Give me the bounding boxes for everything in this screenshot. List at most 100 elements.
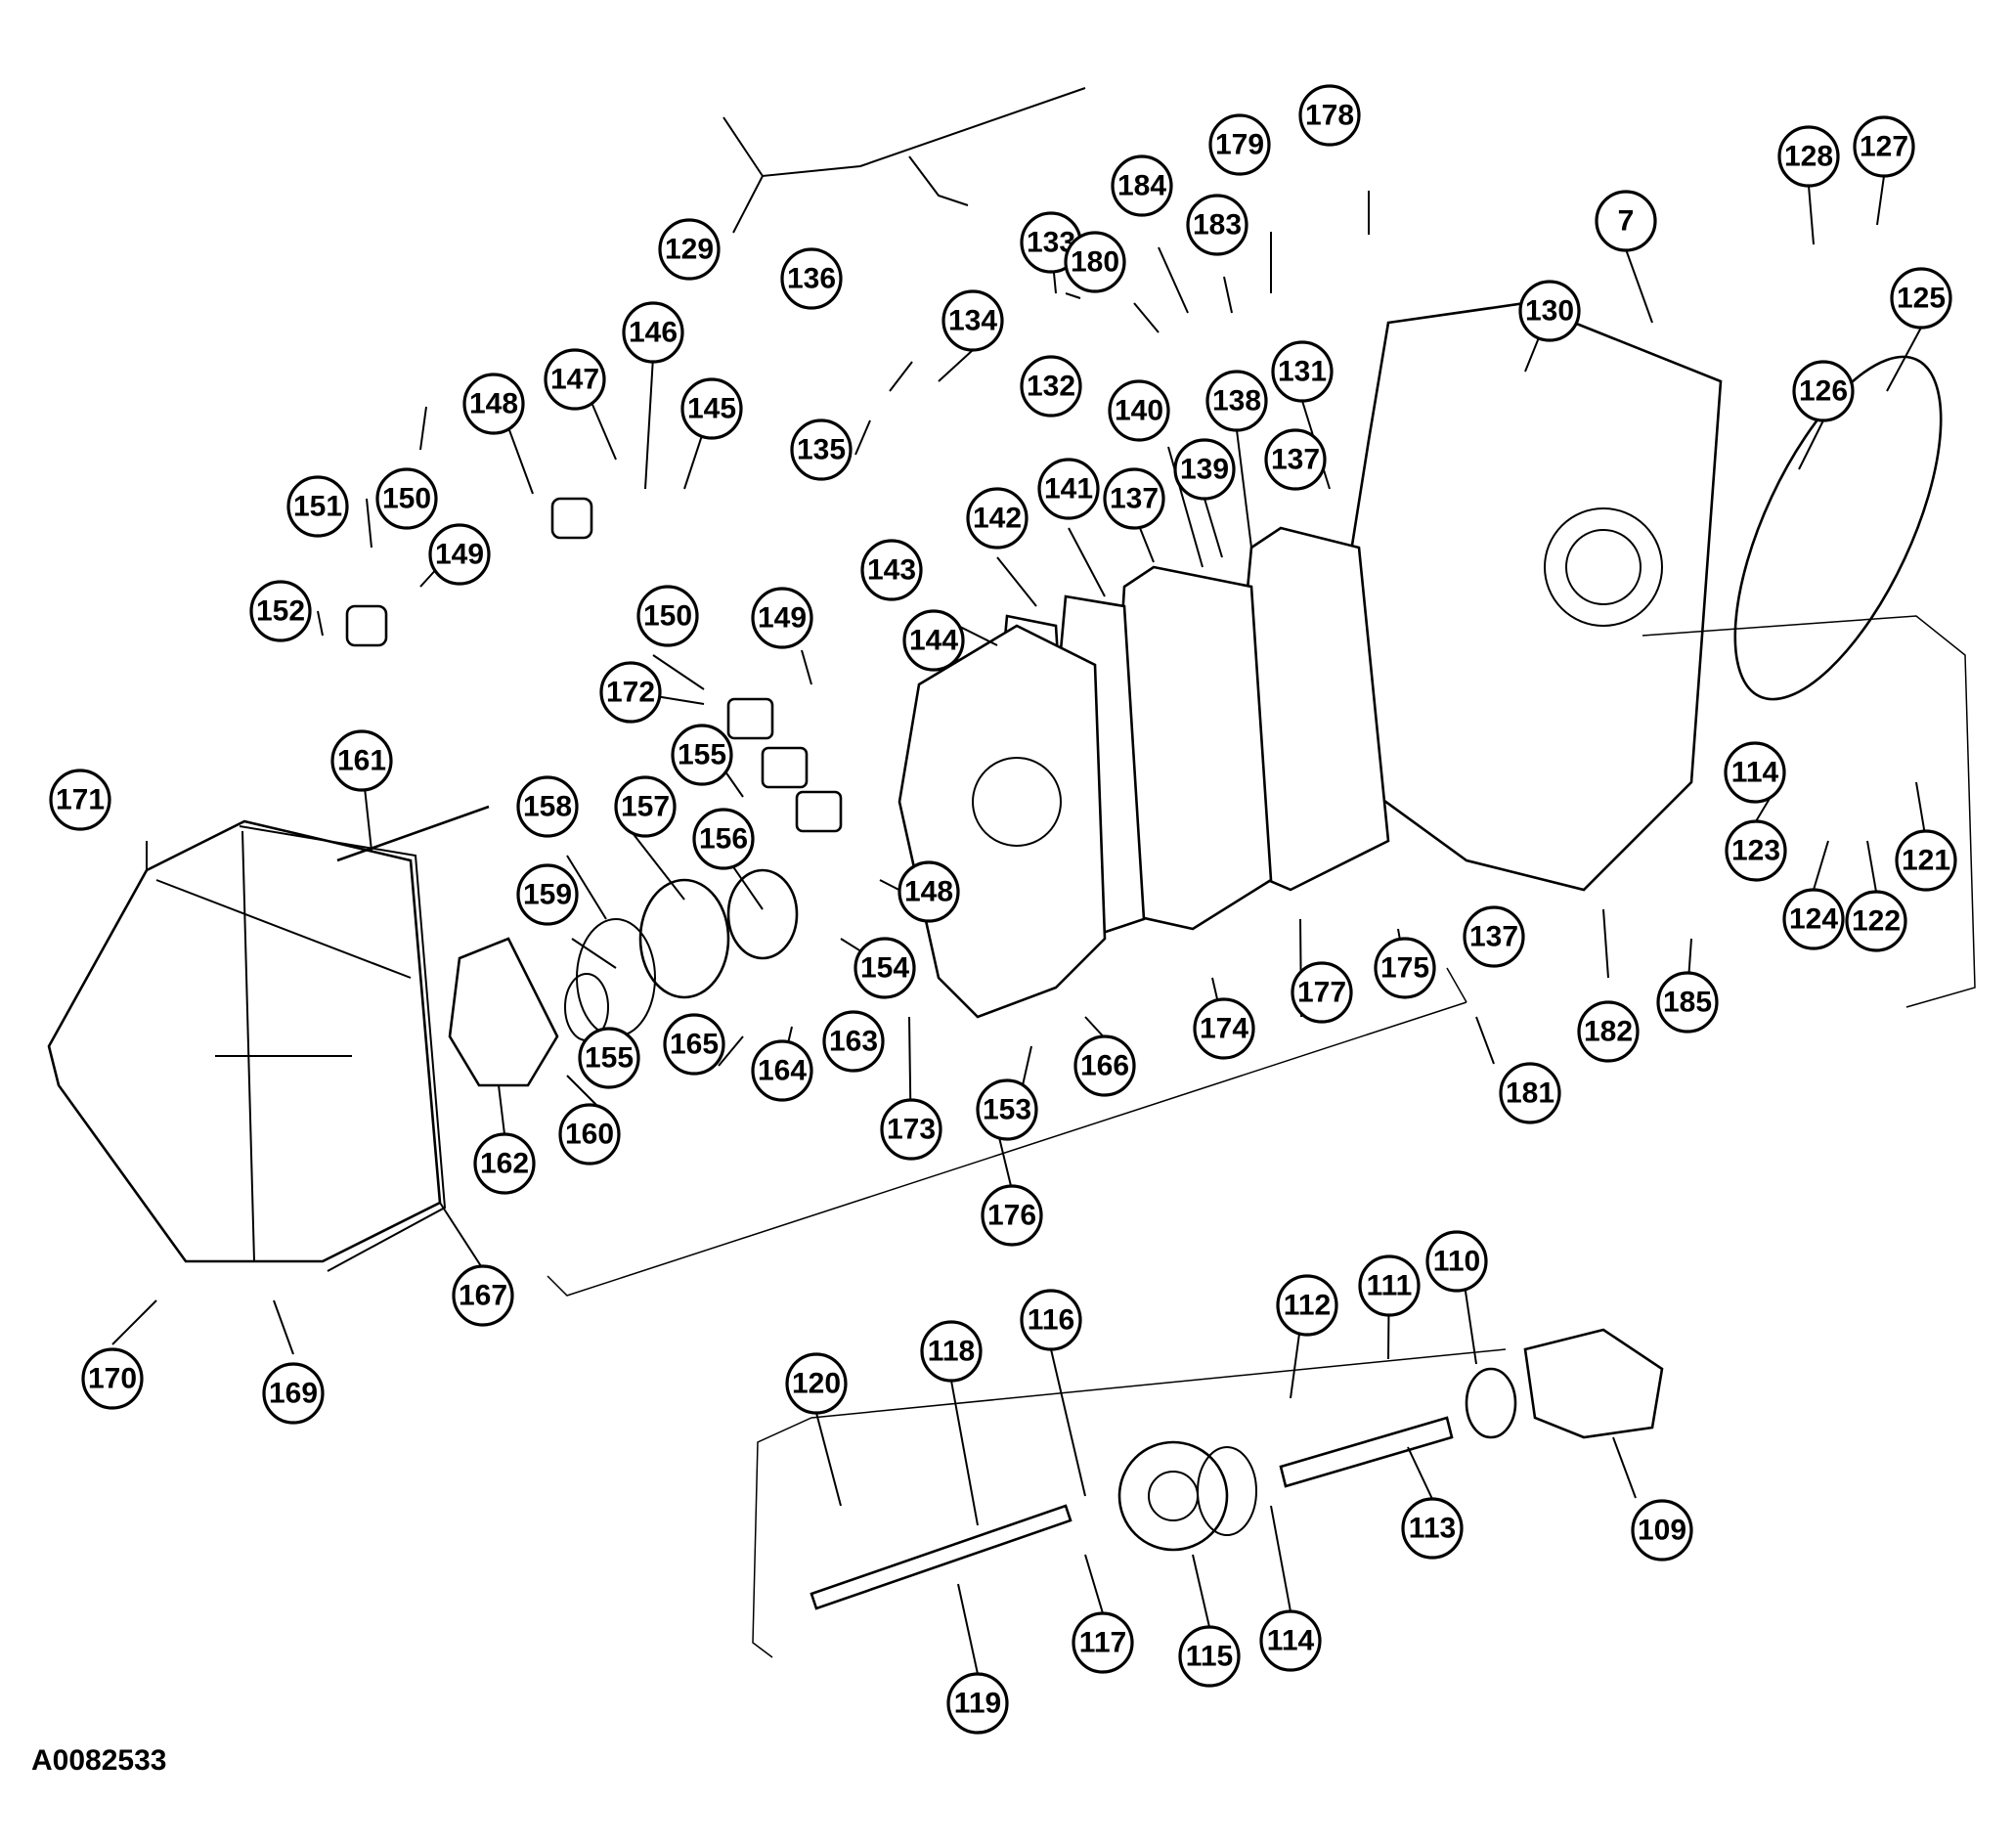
callout-124: 124	[1782, 888, 1845, 950]
svg-text:7: 7	[1618, 205, 1635, 238]
svg-text:155: 155	[585, 1042, 634, 1075]
callout-169: 169	[262, 1362, 325, 1425]
callout-184: 184	[1111, 154, 1173, 217]
svg-text:154: 154	[860, 952, 909, 985]
svg-text:172: 172	[606, 677, 655, 709]
callout-144: 144	[902, 609, 965, 672]
callout-7: 7	[1595, 190, 1657, 252]
servo-piston-drawing	[638, 878, 730, 999]
callout-153: 153	[976, 1078, 1038, 1141]
svg-text:165: 165	[670, 1029, 719, 1061]
callout-159: 159	[516, 863, 579, 926]
svg-text:114: 114	[1731, 757, 1779, 789]
callout-177: 177	[1291, 961, 1353, 1024]
callout-125: 125	[1890, 267, 1952, 330]
callout-179: 179	[1208, 113, 1271, 176]
callout-173: 173	[880, 1098, 942, 1161]
callout-131: 131	[1271, 340, 1334, 403]
svg-text:178: 178	[1305, 100, 1354, 132]
svg-text:157: 157	[621, 791, 670, 823]
callout-157: 157	[614, 775, 677, 838]
callout-164: 164	[751, 1039, 813, 1102]
svg-text:177: 177	[1297, 977, 1346, 1009]
svg-text:161: 161	[337, 745, 386, 777]
callout-167: 167	[452, 1264, 514, 1327]
svg-text:111: 111	[1367, 1270, 1413, 1302]
svg-text:166: 166	[1080, 1050, 1129, 1082]
callout-120: 120	[785, 1352, 848, 1415]
svg-text:149: 149	[435, 539, 484, 571]
svg-text:137: 137	[1469, 921, 1518, 953]
svg-text:129: 129	[665, 234, 714, 266]
drive-chain-drawing	[1733, 355, 1943, 701]
callout-178: 178	[1298, 84, 1361, 147]
callout-170: 170	[81, 1347, 144, 1410]
svg-text:122: 122	[1852, 905, 1901, 938]
svg-text:174: 174	[1200, 1013, 1248, 1045]
svg-text:124: 124	[1789, 903, 1838, 936]
callout-180: 180	[1064, 231, 1126, 293]
svg-text:152: 152	[256, 595, 305, 628]
svg-text:148: 148	[469, 388, 518, 420]
callout-137-low: 137	[1463, 905, 1525, 968]
callout-150-top: 150	[375, 467, 438, 530]
callout-112: 112	[1276, 1274, 1338, 1337]
callout-175: 175	[1374, 937, 1436, 999]
svg-text:126: 126	[1799, 375, 1848, 408]
wiring-harness-drawing	[722, 87, 1086, 178]
assembly-bracket-drawing	[547, 1001, 1467, 1297]
callout-185: 185	[1656, 971, 1719, 1034]
svg-text:136: 136	[787, 263, 836, 295]
callout-121: 121	[1895, 829, 1957, 892]
svg-text:141: 141	[1044, 473, 1093, 506]
svg-text:144: 144	[909, 625, 958, 657]
callout-140: 140	[1108, 379, 1170, 442]
svg-text:114: 114	[1267, 1625, 1315, 1657]
svg-text:118: 118	[928, 1336, 975, 1368]
svg-text:127: 127	[1860, 131, 1908, 163]
svg-text:128: 128	[1784, 141, 1833, 173]
servo-cover-drawing	[448, 937, 559, 1087]
callout-135: 135	[790, 418, 853, 481]
figure-id: A0082533	[31, 1744, 166, 1777]
callout-156: 156	[692, 808, 755, 870]
callout-174: 174	[1193, 997, 1255, 1060]
svg-text:150: 150	[643, 600, 692, 633]
svg-text:142: 142	[973, 503, 1022, 535]
svg-text:160: 160	[565, 1119, 614, 1151]
svg-text:125: 125	[1897, 283, 1946, 315]
callout-110: 110	[1425, 1230, 1488, 1293]
svg-text:176: 176	[987, 1200, 1036, 1232]
callout-176: 176	[981, 1184, 1043, 1247]
part-drawings	[47, 87, 1976, 1658]
callout-183: 183	[1186, 194, 1248, 256]
svg-text:143: 143	[867, 554, 916, 587]
svg-text:149: 149	[758, 602, 807, 635]
callout-182: 182	[1577, 1000, 1640, 1063]
callout-130: 130	[1518, 280, 1581, 342]
input-shaft-drawing	[810, 1504, 1073, 1610]
svg-text:138: 138	[1212, 385, 1261, 418]
solenoid-drawing	[345, 604, 388, 647]
callout-147: 147	[544, 348, 606, 411]
callout-138: 138	[1205, 370, 1268, 432]
output-hub-drawing	[1523, 1328, 1664, 1439]
side-cover-drawing	[47, 819, 442, 1263]
callout-129: 129	[658, 218, 721, 281]
callout-111: 111	[1358, 1254, 1421, 1317]
callout-141: 141	[1037, 458, 1100, 520]
svg-text:153: 153	[983, 1094, 1031, 1126]
svg-text:155: 155	[678, 739, 726, 771]
svg-text:182: 182	[1584, 1016, 1633, 1048]
main-case-drawing	[1337, 301, 1723, 892]
callout-136: 136	[780, 247, 843, 310]
svg-text:112: 112	[1284, 1290, 1331, 1322]
svg-text:151: 151	[293, 491, 342, 523]
svg-text:134: 134	[948, 305, 997, 337]
callout-155-top: 155	[671, 724, 733, 786]
svg-text:109: 109	[1638, 1515, 1686, 1547]
callout-148-top: 148	[462, 373, 525, 435]
svg-text:130: 130	[1525, 295, 1574, 328]
svg-text:162: 162	[480, 1148, 529, 1180]
